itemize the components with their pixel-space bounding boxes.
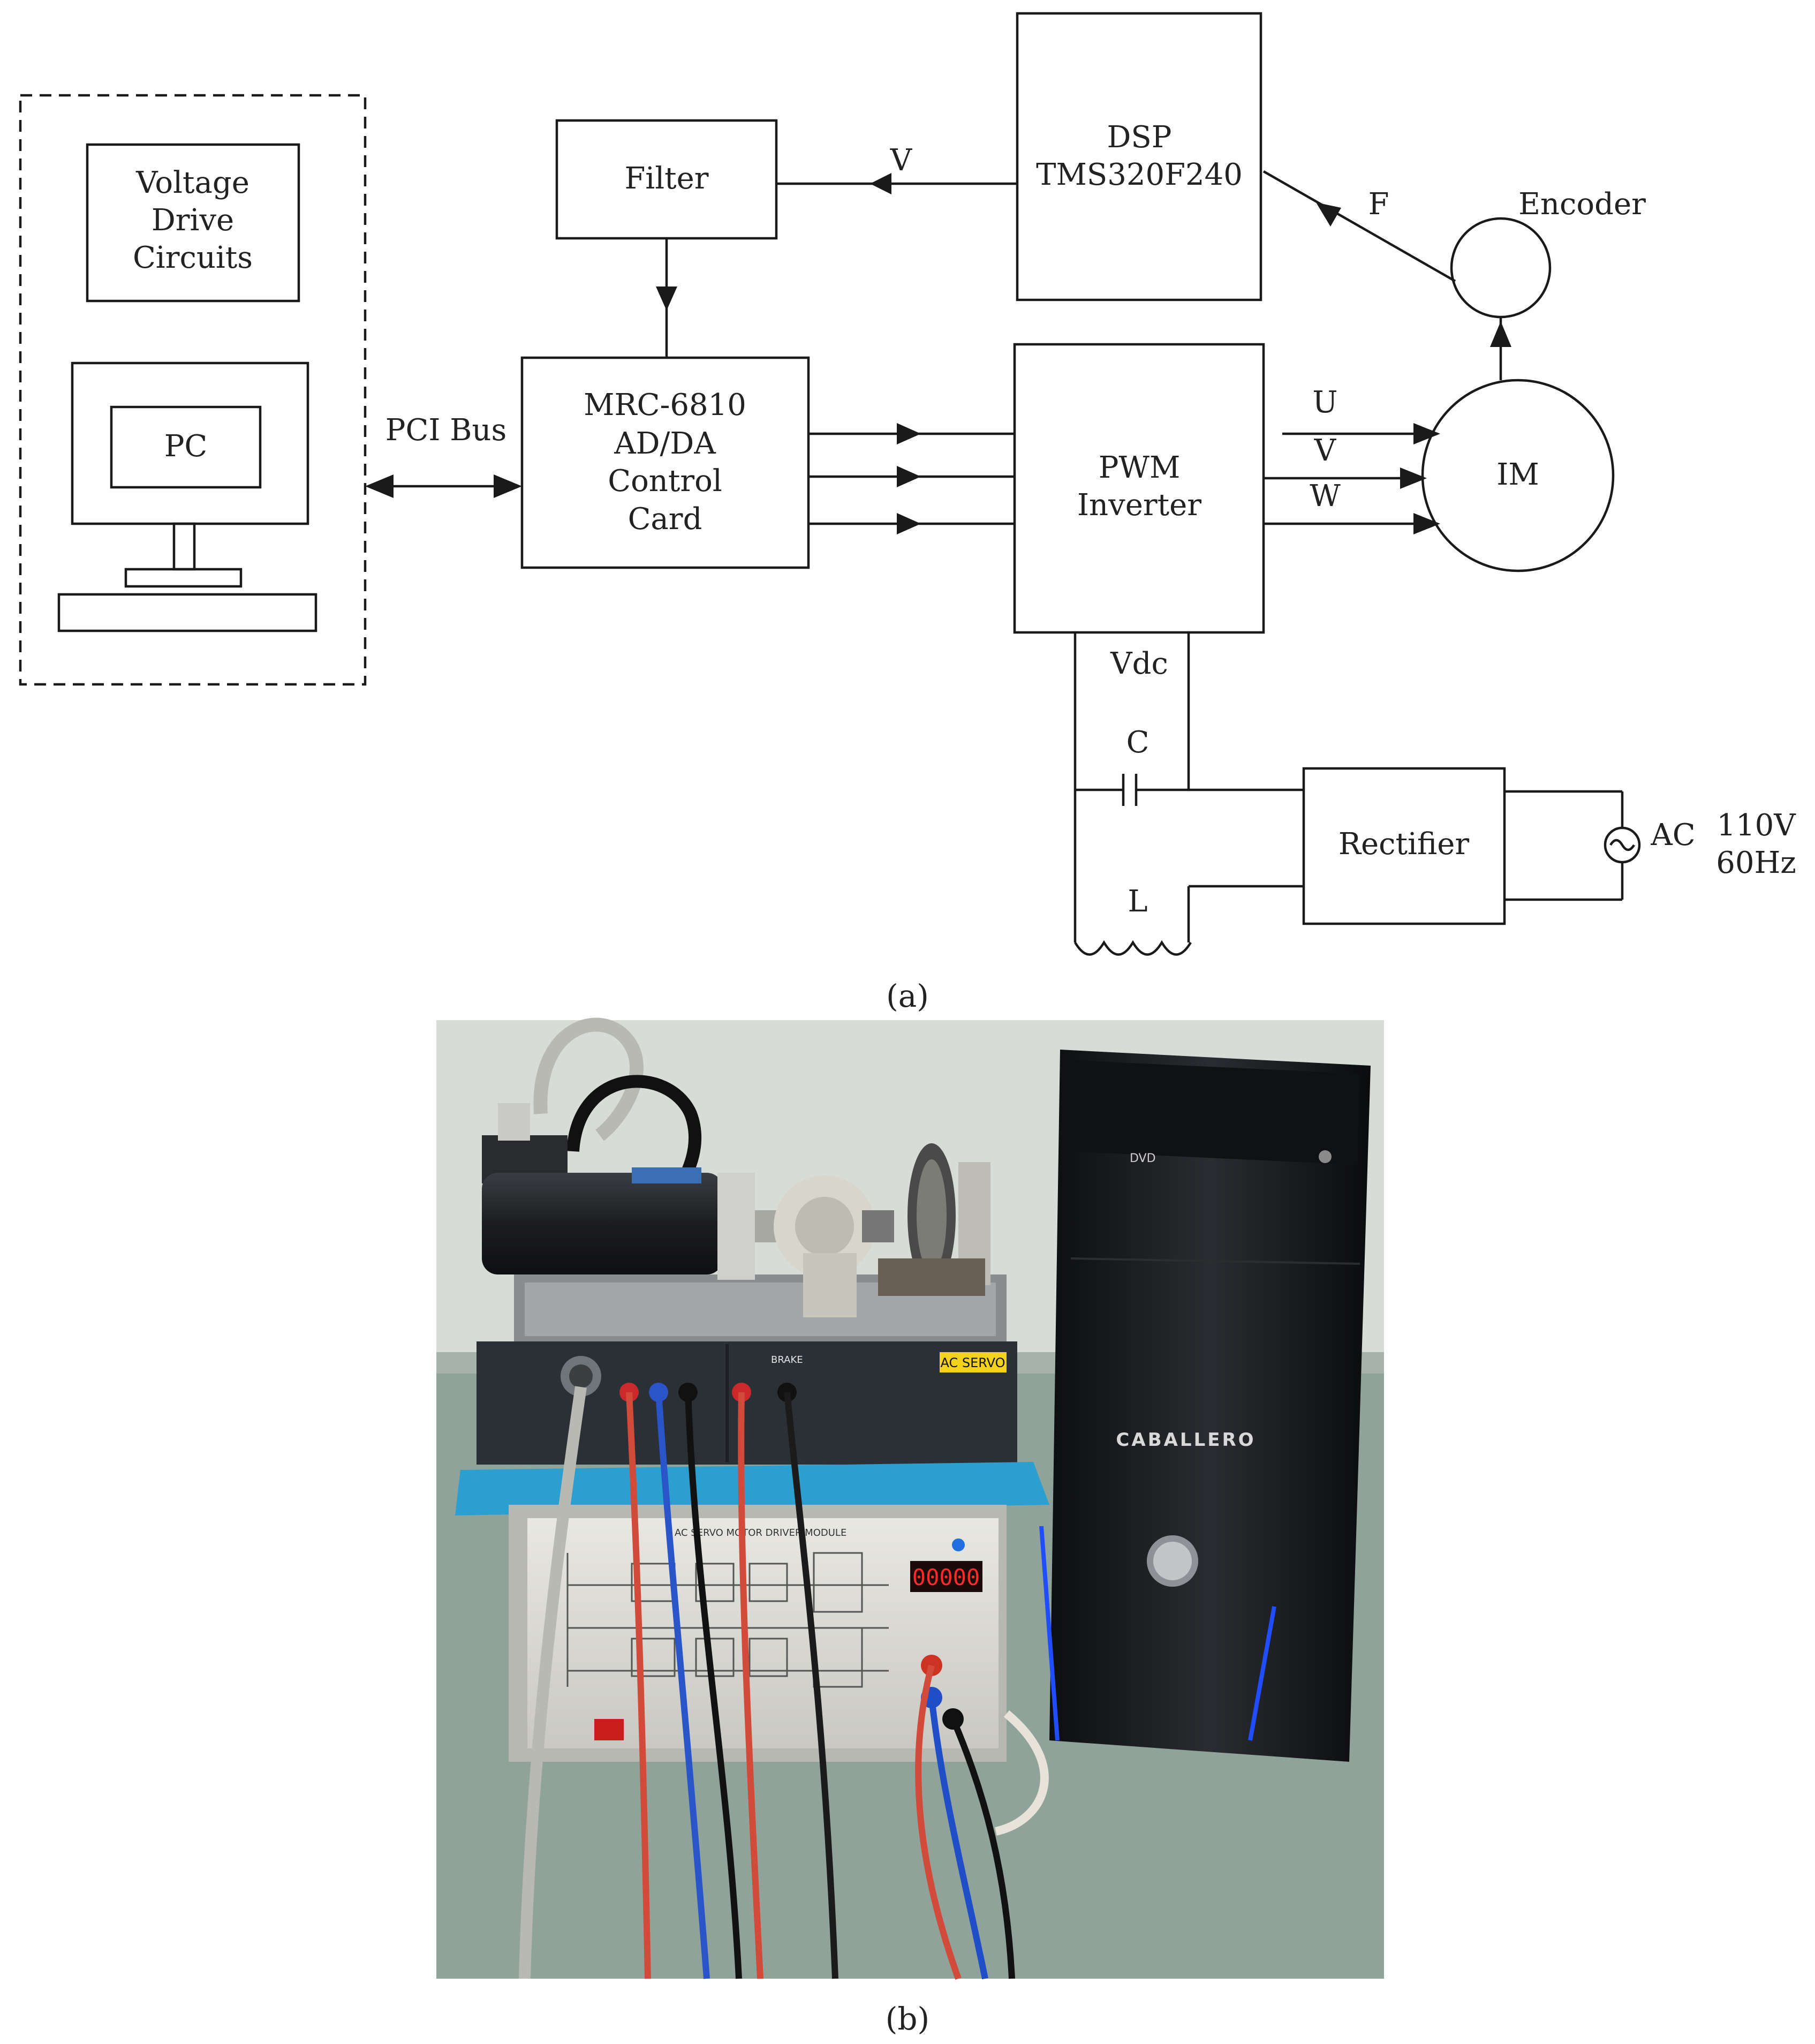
f-signal-label: F (1368, 187, 1389, 222)
caption-b: (b) (886, 2001, 929, 2037)
vdc-label: Vdc (1110, 646, 1168, 681)
ac-voltage-label: 110V (1716, 808, 1796, 843)
pc-monitor-icon (57, 361, 317, 632)
im-label: IM (1496, 457, 1539, 492)
pc-tower: DVD CABALLERO (1039, 1050, 1371, 1762)
pc-enclosure (19, 94, 367, 686)
rectifier-label: Rectifier (1338, 827, 1470, 862)
voltage-drive-label-3: Circuits (133, 240, 253, 275)
v-phase-label: V (1314, 433, 1337, 468)
dsp-label-2: TMS320F240 (1036, 157, 1243, 192)
blue-towel (455, 1462, 1049, 1515)
brake-assembly (755, 1143, 990, 1317)
voltage-drive-label-1: Voltage (135, 165, 249, 200)
wires (519, 1386, 1049, 1980)
v-signal-label: V (890, 143, 913, 178)
rectifier-box (1302, 767, 1506, 925)
motor-connector-panel: AC SERVO BRAKE (477, 1341, 1017, 1465)
photo: AC SERVO BRAKE AC SERVO MOTOR DRIVER MOD… (436, 1017, 1384, 2037)
mrc-label-4: Card (628, 502, 702, 537)
brake-tag: BRAKE (771, 1354, 803, 1366)
u-phase-label: U (1312, 385, 1337, 420)
pci-bus-label: PCI Bus (385, 413, 506, 448)
pwm-label-1: PWM (1099, 450, 1181, 485)
ac-source (1504, 790, 1641, 901)
mrc-box (520, 356, 810, 569)
block-diagram (19, 12, 1641, 956)
voltage-drive-label-2: Drive (152, 203, 234, 238)
ac-label: AC (1650, 818, 1695, 853)
caption-a: (a) (886, 978, 929, 1014)
pc-brand: CABALLERO (1116, 1429, 1256, 1451)
phase-lines (1264, 423, 1440, 534)
dsp-label-1: DSP (1107, 120, 1172, 155)
pc-label: PC (164, 429, 208, 464)
dc-link (1073, 632, 1304, 956)
filter-label: Filter (624, 161, 708, 196)
ac-frequency-label: 60Hz (1716, 846, 1796, 880)
led-display: 00000 (912, 1564, 980, 1590)
w-phase-label: W (1310, 479, 1341, 514)
im-circle (1421, 379, 1615, 572)
capacitor-label: C (1126, 725, 1150, 760)
dsp-box (1016, 12, 1262, 301)
mrc-to-pwm-lines (808, 423, 1015, 534)
mrc-label-1: MRC-6810 (584, 388, 746, 423)
ac-servo-tag: AC SERVO (940, 1355, 1005, 1370)
mrc-label-3: Control (608, 464, 722, 499)
pwm-label-2: Inverter (1077, 488, 1201, 523)
pwm-box (1013, 343, 1265, 634)
dvd-label: DVD (1130, 1152, 1156, 1165)
diagram-text: Voltage Drive Circuits PC Filter DSP TMS… (133, 120, 1796, 1014)
servo-motor (482, 1103, 755, 1280)
voltage-drive-box (86, 143, 300, 303)
encoder-circle (1450, 217, 1552, 319)
f-signal-line (1262, 170, 1456, 282)
module-title: AC SERVO MOTOR DRIVER MODULE (675, 1527, 846, 1538)
inductor-label: L (1128, 884, 1147, 919)
encoder-label: Encoder (1518, 187, 1646, 222)
mrc-label-2: AD/DA (614, 426, 716, 461)
